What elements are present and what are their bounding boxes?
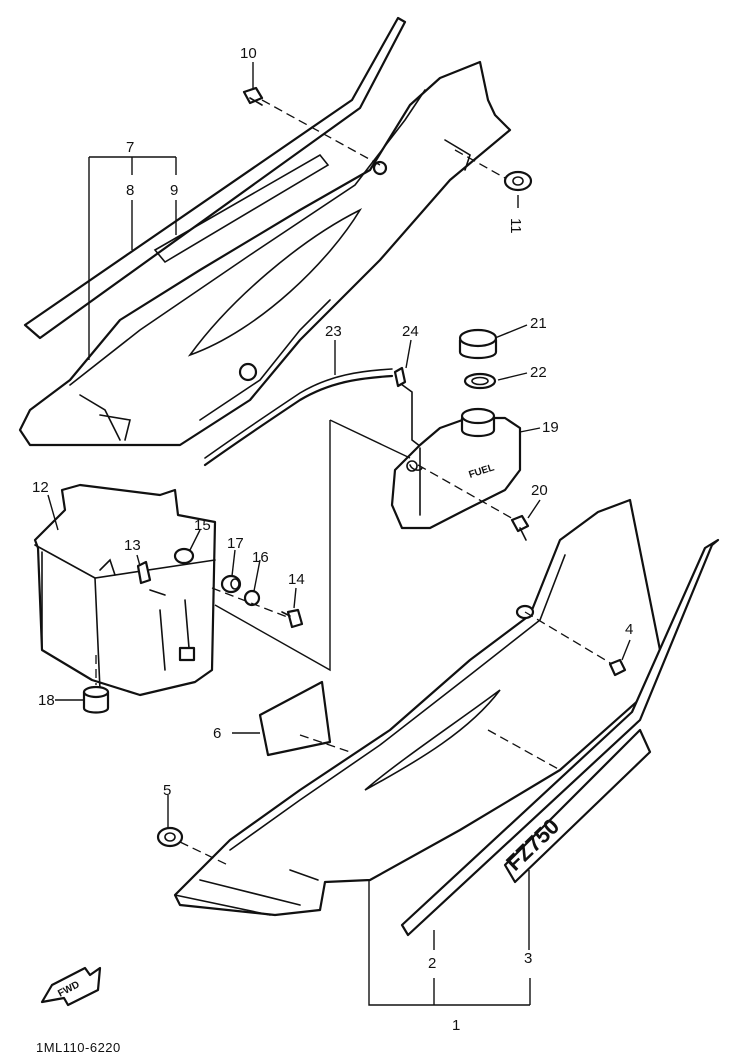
reservoir-tank-19: FUEL <box>390 407 522 530</box>
plate-6 <box>258 680 332 757</box>
callout-18: 18 <box>38 692 55 709</box>
callout-19: 19 <box>542 419 559 436</box>
battery-box-12 <box>33 483 217 697</box>
callout-10: 10 <box>240 45 257 62</box>
callout-15: 15 <box>194 517 211 534</box>
callout-leaders <box>47 62 631 1006</box>
callout-5: 5 <box>163 782 171 799</box>
callout-20: 20 <box>531 482 548 499</box>
callout-13: 13 <box>124 537 141 554</box>
tank-cap-21 <box>458 328 498 360</box>
bracket-13 <box>136 560 152 585</box>
callout-9: 9 <box>170 182 178 199</box>
callout-7: 7 <box>126 139 134 156</box>
damper-17 <box>220 574 242 594</box>
clip-24 <box>393 366 407 388</box>
callout-22: 22 <box>530 364 547 381</box>
callout-12: 12 <box>32 479 49 496</box>
figure-code: 1ML110-6220 <box>36 1040 121 1055</box>
callout-1: 1 <box>452 1017 460 1034</box>
damper-18 <box>82 685 110 714</box>
callout-3: 3 <box>524 950 532 967</box>
lower-side-cover <box>173 498 662 917</box>
breather-hose-23 <box>203 368 394 467</box>
callout-2: 2 <box>428 955 436 972</box>
callout-11: 11 <box>507 218 524 234</box>
callout-8: 8 <box>126 182 134 199</box>
fwd-arrow: FWD <box>40 966 102 1007</box>
bolt-10 <box>242 86 264 106</box>
grommet-5 <box>156 826 184 848</box>
seal-22 <box>463 372 497 390</box>
callout-17: 17 <box>227 535 244 552</box>
callout-16: 16 <box>252 549 269 566</box>
bolt-4 <box>608 658 627 677</box>
callout-numbers: 1 2 3 4 5 6 7 8 9 10 11 12 13 14 15 16 1… <box>32 45 633 1034</box>
callout-21: 21 <box>530 315 547 332</box>
callout-14: 14 <box>288 571 305 588</box>
callout-23: 23 <box>325 323 342 340</box>
upper-side-cover <box>18 16 512 447</box>
collar-16 <box>243 589 261 607</box>
callout-4: 4 <box>625 621 633 638</box>
grommet-11 <box>503 170 533 192</box>
callout-24: 24 <box>402 323 419 340</box>
bolt-14 <box>281 608 304 629</box>
stripe-2 <box>400 538 720 937</box>
callout-6: 6 <box>213 725 221 742</box>
grommet-15 <box>173 547 195 565</box>
bolt-20 <box>510 514 530 541</box>
